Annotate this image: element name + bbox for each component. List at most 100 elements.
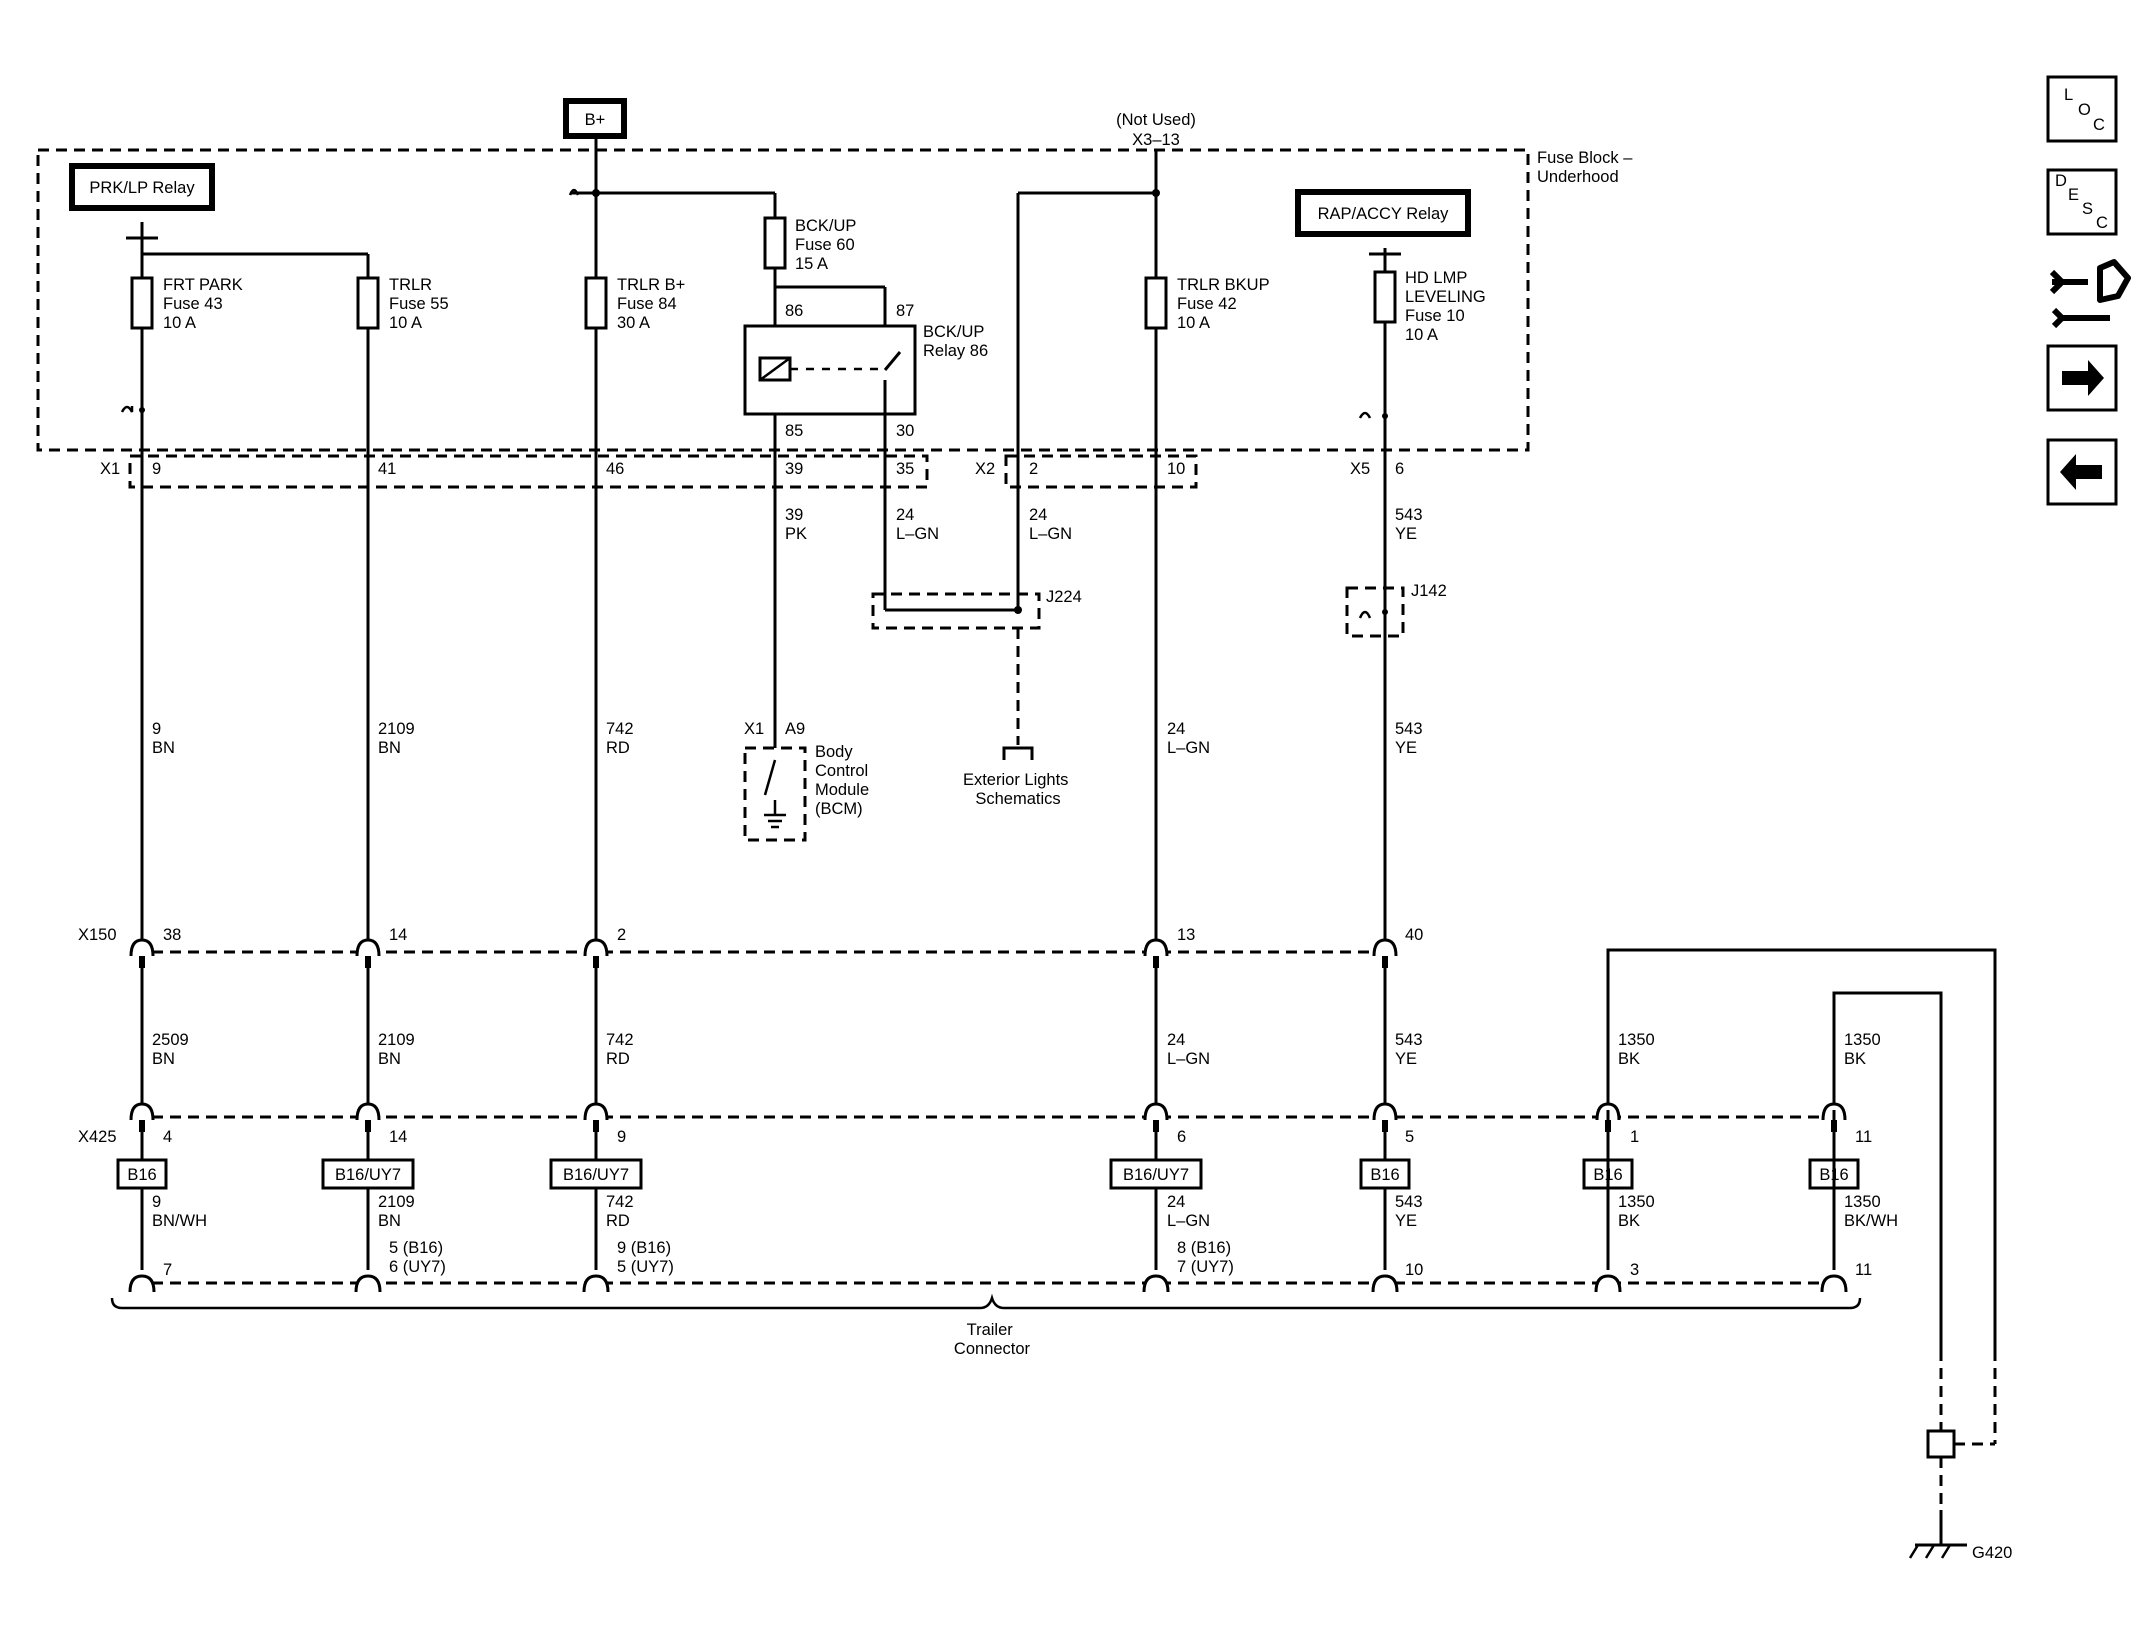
prev-page-button[interactable] [2046,438,2118,506]
wire-number: 1350 [1844,1031,1881,1049]
relay-pin-30: 30 [896,422,914,440]
bcm-box [743,746,807,842]
fuse-10-label: HD LMP LEVELING Fuse 10 10 A [1405,269,1490,344]
x150-pin: 2 [617,926,626,944]
wire-color: YE [1395,1050,1417,1068]
wire-color: L–GN [1167,1212,1210,1230]
rap-relay-label: RAP/ACCY Relay [1318,205,1450,223]
trailer-terminal [1371,1274,1399,1293]
mid-wire-labels: 9 BN 2109 BN 742 RD 24 L–GN 543 YE [152,720,1423,757]
wire-number: 2509 [152,1031,189,1049]
fuse-43-label: FRT PARK Fuse 43 10 A [163,276,247,332]
j224-splice [871,592,1041,630]
j142-splice [1345,586,1405,638]
fuse-55-label: TRLR Fuse 55 10 A [389,276,453,332]
prk-relay-box [69,163,215,211]
wire-color: BK/WH [1844,1212,1898,1230]
wire-color: BK [1844,1050,1866,1068]
wire-color: BN [152,1050,175,1068]
next-page-button[interactable] [2046,344,2118,412]
prk-relay-label: PRK/LP Relay [89,179,195,197]
j142-symbol [1358,610,1372,619]
x425-pin: 11 [1855,1128,1872,1146]
wire-number: 742 [606,720,634,738]
trailer-terminal [1594,1274,1622,1293]
fuse-42-label: TRLR BKUP Fuse 42 10 A [1177,276,1274,332]
conn-symbol-1 [120,405,134,413]
x150-pin: 40 [1405,926,1423,944]
wire-number: 24 [1167,1031,1185,1049]
x150-terminal-pin [365,956,371,968]
wire-color: BN [152,739,175,757]
arrow-left-icon [2060,454,2102,490]
relay-coil-mark [759,356,791,382]
wire-number: 2109 [378,720,415,738]
x425-pin: 6 [1177,1128,1186,1146]
wire-color: BK [1618,1050,1640,1068]
wire-24a-label: 24 L–GN [896,506,939,543]
fuse-84-label: TRLR B+ Fuse 84 30 A [617,276,690,332]
x1-pin: 9 [152,460,161,478]
wire-number: 1350 [1618,1193,1655,1211]
x150-terminal [583,938,609,957]
option-box [1109,1158,1203,1190]
fuse-block-outline [36,148,1530,452]
wire-number: 1350 [1844,1193,1881,1211]
wire-color: YE [1395,1212,1417,1230]
trailer-terminals [128,1274,1848,1293]
x2-label: X2 [975,460,995,478]
wire-color: BN [378,1212,401,1230]
ground-hatch-1 [1908,1544,1920,1559]
x150-pin: 13 [1177,926,1195,944]
x425-pin: 9 [617,1128,626,1146]
x1-label: X1 [100,460,120,478]
loc-letter: L [2064,86,2073,104]
x425-terminal-pin [1382,1120,1388,1132]
x2-connector [1004,454,1198,489]
x1-connector [128,454,929,489]
relay-pin-86: 86 [785,302,803,320]
bplus-splice [592,189,600,197]
x150-terminal-pin [1153,956,1159,968]
wire-543a-label: 543 YE [1395,506,1427,543]
bottom-wire-labels: 9 BN/WH 2109 BN 742 RD 24 L–GN 543 YE 13… [152,1193,1898,1230]
x150-terminal [129,938,155,957]
option-label: B16/UY7 [1123,1166,1189,1184]
wire-number: 24 [1167,720,1185,738]
x1-pin: 46 [606,460,624,478]
x150-terminal-pin [1382,956,1388,968]
option-box [321,1158,415,1190]
x150-terminal [1143,938,1169,957]
x425-label: X425 [78,1128,117,1146]
bcm-switch [763,759,777,796]
x150-terminal-pin [593,956,599,968]
wire-39-label: 39 PK [785,506,808,543]
trailer-terminal [582,1274,610,1293]
desc-letter: C [2096,214,2108,232]
wire-color: RD [606,1050,630,1068]
x425-pin: 5 [1405,1128,1414,1146]
wire-number: 24 [1167,1193,1185,1211]
fuse-55 [356,276,380,330]
ground-label: G420 [1972,1544,2012,1562]
x150-pin: 38 [163,926,181,944]
desc-button[interactable]: D E S C [2046,168,2118,236]
wire-number: 2109 [378,1193,415,1211]
x425-pin: 1 [1630,1128,1639,1146]
not-used-label: (Not Used) [1116,111,1196,129]
x425-terminal [129,1102,155,1121]
wire-number: 742 [606,1193,634,1211]
wire-color: BN/WH [152,1212,207,1230]
conn-dot-1 [139,407,145,413]
bcm-label: Body Control Module (BCM) [815,743,874,818]
x425-terminal-pin [593,1120,599,1132]
wire-number: 2109 [378,1031,415,1049]
wire-number: 9 [152,720,161,738]
wire-number: 9 [152,1193,161,1211]
loc-button[interactable]: L O C [2046,75,2118,143]
x150-terminal-pin [139,956,145,968]
x425-terminal [583,1102,609,1121]
x150-terminal [355,938,381,957]
connector-icon[interactable] [2049,259,2131,329]
